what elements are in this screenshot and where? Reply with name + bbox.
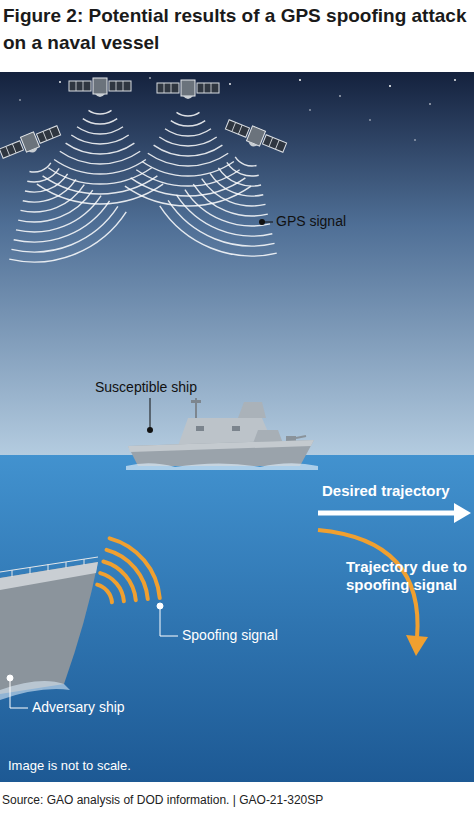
gps-signal-waves — [0, 110, 304, 277]
signal-label: GPS signal — [276, 213, 466, 230]
susceptible-ship-leader — [147, 398, 153, 433]
sea — [0, 455, 474, 782]
ship-label: Adversary ship — [32, 699, 212, 716]
susceptible-ship — [126, 398, 318, 470]
scale-note: Image is not to scale. — [8, 758, 258, 774]
trajectory-label: Desired trajectory — [322, 482, 472, 500]
gps-satellites — [0, 78, 288, 164]
signal-label: Spoofing signal — [182, 627, 362, 644]
desired-trajectory-arrow — [318, 503, 471, 523]
adversary-ship — [0, 557, 98, 700]
sky — [0, 72, 474, 456]
ship-label: Susceptible ship — [95, 379, 295, 396]
sea-leaders — [7, 603, 178, 708]
trajectory-label: Trajectory due to spoofing signal — [346, 558, 471, 594]
gps-signal-leader — [259, 219, 273, 225]
spoofing-signal-waves — [79, 530, 169, 623]
source-caption: Source: GAO analysis of DOD information.… — [2, 793, 472, 807]
figure-title: Figure 2: Potential results of a GPS spo… — [3, 2, 471, 56]
